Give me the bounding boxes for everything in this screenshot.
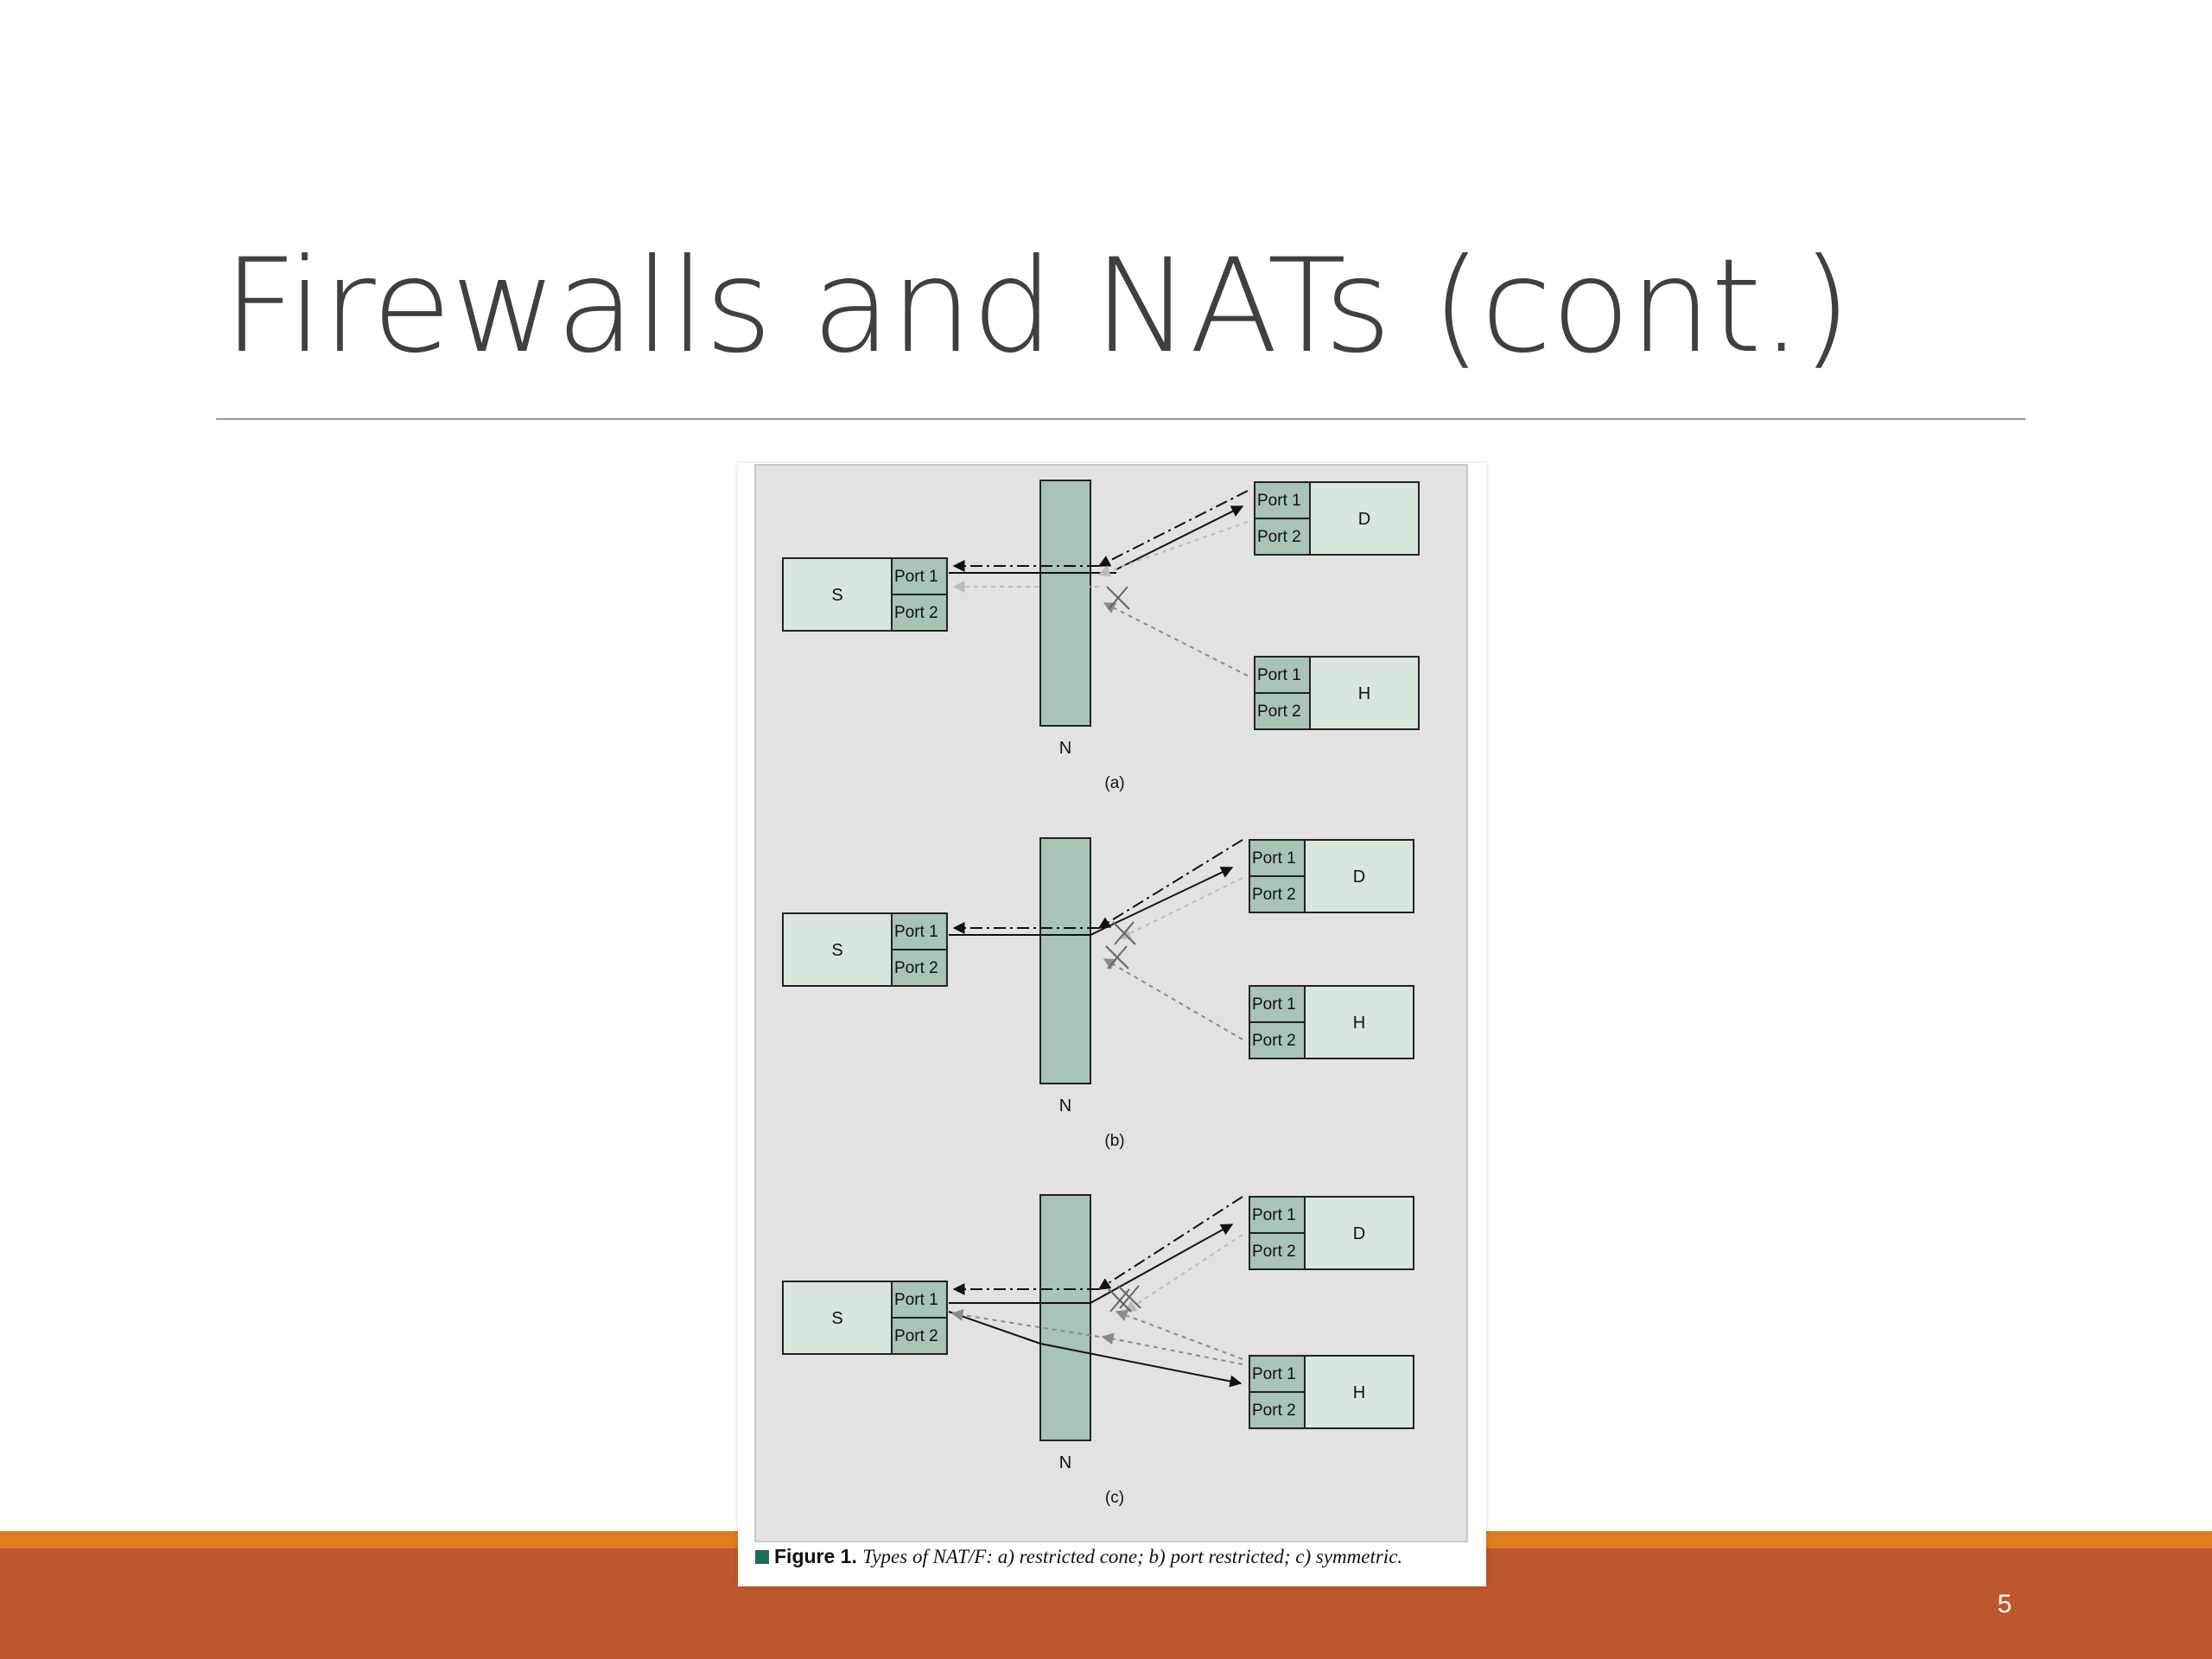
- destination-node-label: D: [1358, 510, 1370, 529]
- port-2-label: Port 2: [1257, 702, 1301, 721]
- destination-node-label: D: [1353, 1224, 1365, 1243]
- port-2-label: Port 2: [1252, 1243, 1296, 1261]
- destination-node: Port 1 Port 2 D: [1249, 839, 1414, 913]
- panel-sublabel: (a): [1104, 774, 1124, 792]
- blocked-marker-dest-port2: [1112, 921, 1136, 945]
- flow-host-attempt: [1103, 602, 1249, 677]
- flow-host-reply: [1101, 1332, 1243, 1365]
- blocked-marker-host: [1105, 945, 1129, 969]
- source-node-label: S: [831, 941, 842, 960]
- panel-sublabel: (b): [1104, 1132, 1124, 1150]
- port-1-label: Port 1: [894, 1291, 938, 1309]
- host-node: Port 1 Port 2 H: [1249, 1355, 1414, 1429]
- flow-reply-dest: [1097, 490, 1249, 567]
- flow-host-attempt: [1103, 958, 1243, 1040]
- port-1-label: Port 1: [1252, 1206, 1296, 1224]
- flow-reply-dest: [1097, 839, 1243, 929]
- nat-device: [1039, 480, 1091, 727]
- flow-host-to-old-mapping: [1115, 1309, 1243, 1360]
- port-2-label: Port 2: [1252, 886, 1296, 904]
- nat-label: N: [1059, 1096, 1071, 1116]
- port-2-label: Port 2: [1252, 1402, 1296, 1420]
- flow-source-to-host: [1039, 1343, 1243, 1388]
- destination-node: Port 1 Port 2 D: [1249, 1196, 1414, 1270]
- source-node-label: S: [831, 1309, 842, 1328]
- flow-dest-port2: [1123, 1234, 1243, 1313]
- port-1-cell: [1249, 1355, 1306, 1393]
- destination-node: Port 1 Port 2 D: [1254, 481, 1420, 556]
- flow-dest-port2: [1118, 877, 1243, 939]
- caption-text: Types of NAT/F: a) restricted cone; b) p…: [862, 1546, 1403, 1567]
- source-node: Port 1 Port 2 S: [782, 912, 948, 987]
- nat-device: [1039, 837, 1091, 1084]
- source-node-label: S: [831, 586, 842, 605]
- port-1-cell: [1249, 985, 1306, 1023]
- port-2-cell: [891, 594, 948, 632]
- flow-host-reply-to-source: [950, 1309, 1100, 1338]
- nat-label: N: [1059, 1453, 1071, 1472]
- block-cross-stroke: [1114, 921, 1135, 945]
- block-cross-stroke: [1109, 1288, 1130, 1313]
- port-2-cell: [891, 1317, 948, 1355]
- port-2-cell: [1249, 1021, 1306, 1059]
- port-1-label: Port 1: [1257, 492, 1301, 510]
- source-node: Port 1 Port 2 S: [782, 1281, 948, 1355]
- port-2-cell: [1249, 1232, 1306, 1270]
- host-node-label: H: [1353, 1383, 1365, 1402]
- port-2-cell: [1249, 875, 1306, 913]
- port-1-label: Port 1: [1252, 1365, 1296, 1383]
- port-1-cell: [891, 557, 948, 595]
- host-node: Port 1 Port 2 H: [1254, 656, 1420, 730]
- port-1-label: Port 1: [1252, 995, 1296, 1014]
- host-node: Port 1 Port 2 H: [1249, 985, 1414, 1059]
- port-2-label: Port 2: [1257, 528, 1301, 546]
- host-node-label: H: [1353, 1014, 1365, 1033]
- flow-reply-dest: [1097, 1196, 1243, 1290]
- port-1-cell: [1254, 481, 1311, 519]
- port-2-label: Port 2: [894, 959, 938, 977]
- port-2-label: Port 2: [894, 1327, 938, 1345]
- flow-source-to-host-a: [948, 1311, 1041, 1344]
- title-divider: [216, 418, 2025, 420]
- flow-outbound: [1090, 1224, 1234, 1304]
- destination-node-label: D: [1353, 868, 1365, 887]
- port-2-cell: [1254, 518, 1311, 556]
- nat-device: [1039, 1194, 1091, 1441]
- port-1-label: Port 1: [894, 568, 938, 586]
- slide-title: Firewalls and NATs (cont.): [223, 232, 1852, 382]
- port-2-label: Port 2: [1252, 1032, 1296, 1050]
- port-2-cell: [1254, 692, 1311, 730]
- port-1-label: Port 1: [1257, 666, 1301, 684]
- port-1-label: Port 1: [1252, 849, 1296, 868]
- host-node-label: H: [1358, 684, 1370, 703]
- source-node: Port 1 Port 2 S: [782, 557, 948, 632]
- caption-label: Figure 1.: [774, 1545, 857, 1567]
- port-1-cell: [891, 912, 948, 950]
- figure-caption: Figure 1. Types of NAT/F: a) restricted …: [755, 1545, 1402, 1568]
- port-1-label: Port 1: [894, 923, 938, 941]
- panel-sublabel: (c): [1105, 1489, 1124, 1507]
- port-2-label: Port 2: [894, 604, 938, 622]
- blocked-marker: [1106, 586, 1130, 610]
- port-2-cell: [891, 949, 948, 987]
- caption-marker-icon: [755, 1550, 769, 1564]
- flow-dest-port2: [1097, 521, 1249, 577]
- block-cross-stroke: [1108, 586, 1128, 610]
- port-2-cell: [1249, 1391, 1306, 1429]
- nat-label: N: [1059, 739, 1071, 758]
- block-cross-stroke: [1107, 945, 1128, 969]
- slide-number: 5: [1997, 1590, 2012, 1618]
- flow-outbound: [1116, 505, 1244, 570]
- blocked-marker-host: [1108, 1288, 1132, 1313]
